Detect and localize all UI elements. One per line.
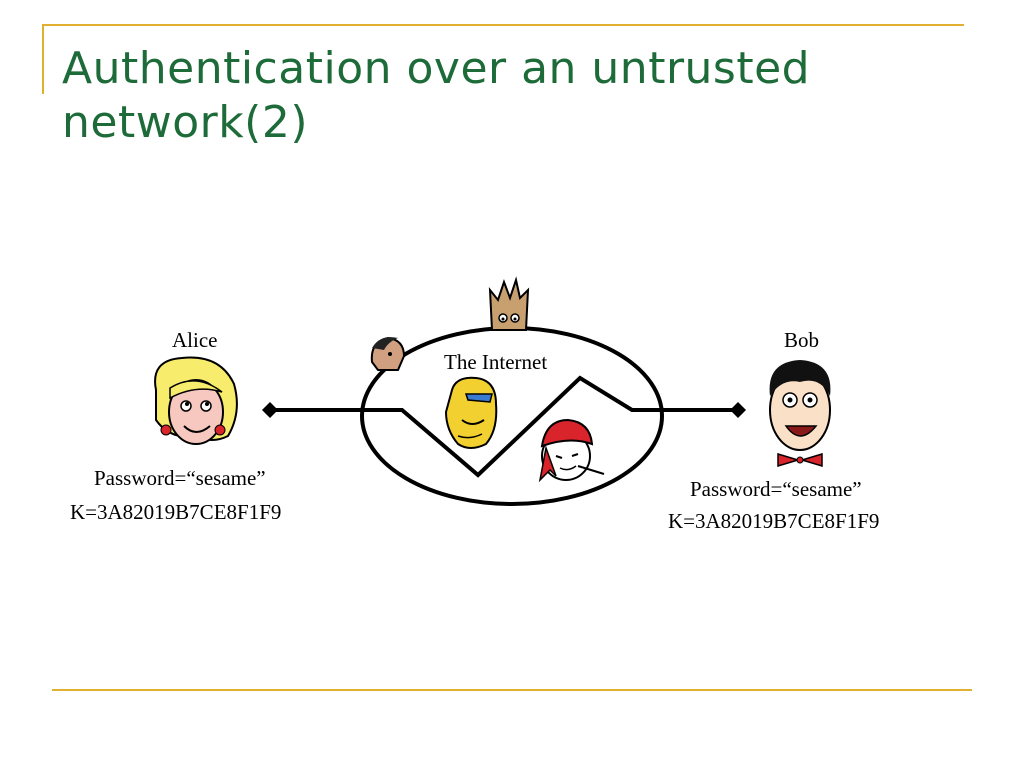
bob-endpoint-diamond	[730, 402, 746, 418]
yellow-villain-icon	[446, 378, 496, 448]
alice-password-text: Password=“sesame”	[94, 466, 266, 491]
alice-endpoint-diamond	[262, 402, 278, 418]
bob-key-text: K=3A82019B7CE8F1F9	[668, 509, 879, 534]
bob-avatar	[770, 360, 831, 466]
bob-name-label: Bob	[784, 328, 819, 353]
connection-path	[270, 378, 738, 475]
spy-top-icon	[490, 280, 528, 330]
alice-name-label: Alice	[172, 328, 217, 353]
bob-password-text: Password=“sesame”	[690, 477, 862, 502]
spy-left-icon	[372, 337, 404, 370]
alice-avatar	[155, 358, 237, 444]
internet-label: The Internet	[444, 350, 547, 375]
bottom-rule	[52, 689, 972, 691]
alice-key-text: K=3A82019B7CE8F1F9	[70, 500, 281, 525]
pirate-icon	[540, 420, 604, 480]
